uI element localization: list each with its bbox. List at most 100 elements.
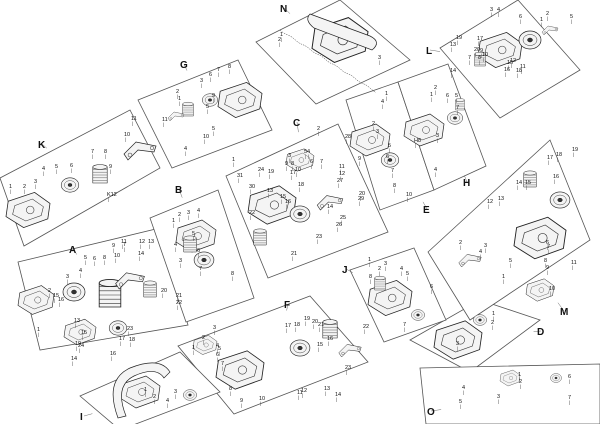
callout-b-8: 8 [231,271,234,277]
callout-l-7: 7 [468,55,471,61]
callout-c-14: 14 [327,204,333,210]
part-a-1 [62,282,86,302]
part-g-1 [202,93,218,107]
callout-a-8: 12 [139,239,145,245]
part-j-1 [411,309,425,321]
callout-m-4: 4 [479,249,482,255]
callout-c-10: 10 [295,167,301,173]
callout-i-2: 2 [153,394,156,400]
part-k-0 [5,191,51,229]
section-b-leader [178,188,183,198]
section-b-label: B [175,185,182,196]
callout-c-18: 18 [298,182,304,188]
section-n-leader [283,7,291,14]
callout-e-4: 4 [381,99,384,105]
callout-g-1: 1 [178,96,181,102]
callout-i-4: 4 [166,398,169,404]
section-k-label: K [38,140,46,151]
callout-l-10: 10 [482,52,488,58]
section-h-leader [464,175,468,183]
part-g-2 [182,101,194,117]
callout-a-23: 17 [119,336,125,342]
callout-c-2: 2 [317,126,320,132]
part-f-4 [192,335,218,355]
callout-b-9: 4 [174,242,177,248]
callout-l-18: 18 [516,68,522,74]
callout-f-6: 6 [216,352,219,358]
section-i-leader [83,413,93,417]
part-l-2 [474,51,486,67]
callout-f-12: 12 [301,388,307,394]
section-d-leader [533,330,542,332]
callout-o-4: 4 [462,385,465,391]
part-h-1 [447,111,463,125]
part-k-1 [60,177,80,193]
callout-g-12: 5 [206,104,209,110]
callout-c-27: 27 [337,178,343,184]
callout-f-8: 8 [229,386,232,392]
callout-e-3: 3 [376,129,379,135]
callout-k-10: 10 [124,132,130,138]
part-c-1 [289,205,311,223]
callout-e-5: 5 [388,143,391,149]
callout-a-26: 22 [176,300,182,306]
callout-c-26: 26 [336,222,342,228]
callout-f-18: 18 [294,322,300,328]
callout-h-1: 1 [430,92,433,98]
callout-g-10: 10 [203,134,209,140]
callout-k-1: 1 [9,184,12,190]
callout-e-2: 2 [372,121,375,127]
callout-b-7: 7 [199,266,202,272]
callout-c-13: 13 [267,188,273,194]
callout-k-12: K12 [107,192,117,198]
callout-h-4: 4 [434,167,437,173]
callout-k-6: 6 [70,163,73,169]
callout-l-9: 9 [480,48,483,54]
callout-g-6: 6 [209,72,212,78]
part-m-4 [525,278,555,302]
callout-f-9: 9 [240,398,243,404]
callout-h-2: 2 [434,85,437,91]
callout-l-2: 2 [546,11,549,17]
callout-l-5: 5 [570,14,573,20]
section-m-panel [427,139,591,321]
callout-f-15: 15 [317,342,323,348]
section-m-leader [557,302,565,312]
part-a-6 [143,280,157,298]
callout-a-17: 13 [74,318,80,324]
part-d-1 [473,314,487,326]
section-h-label: H [463,178,470,189]
section-f-label: F [284,300,290,311]
callout-g-3: 3 [200,78,203,84]
part-l-3 [541,25,559,36]
callout-k-9: 9 [109,164,112,170]
callout-o-1: 1 [518,372,521,378]
callout-o-2: 2 [519,379,522,385]
callout-d-1: 1 [492,311,495,317]
callout-c-21: 21 [291,251,297,257]
callout-a-6: 10 [114,253,120,259]
callout-b-1: 1 [172,218,175,224]
callout-e-7: 7 [391,168,394,174]
section-o-label: O [427,407,435,418]
callout-a-24: 18 [129,337,135,343]
section-k-leader [41,143,47,149]
callout-m-9: 9 [546,265,549,271]
callout-f-17: 17 [285,323,291,329]
callout-m-6: 6 [546,240,549,246]
callout-n-1: 1 [280,32,283,38]
callout-f-4: 4 [216,343,219,349]
callout-c-29: 29 [358,196,364,202]
part-k-2 [92,164,108,184]
callout-a-12: 2 [48,288,51,294]
part-o-0 [499,369,521,387]
part-f-0 [215,350,265,390]
callout-m-15: 15 [525,180,531,186]
callout-o-6: 6 [568,374,571,380]
section-f-leader [286,303,289,311]
callout-h-8: H8 [414,138,421,144]
callout-b-10: 3 [179,258,182,264]
part-h-0 [403,113,445,147]
callout-a-20: 24 [78,343,84,349]
callout-c-11: 11 [339,164,345,170]
